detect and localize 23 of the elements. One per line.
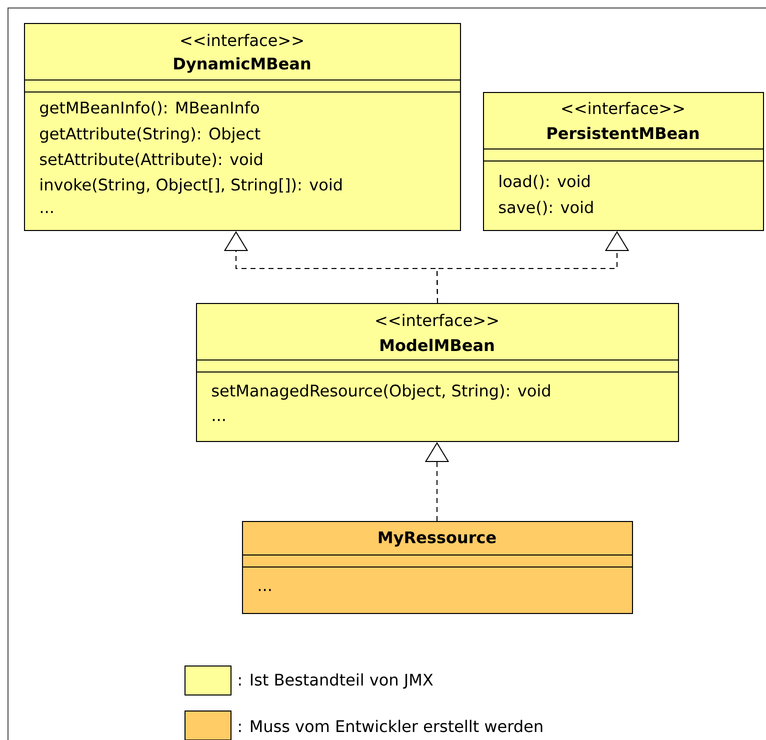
- class-box: [24, 23, 461, 231]
- member-label: ...: [40, 211, 53, 213]
- member-label: getMBeanInfo(): MBeanInfo: [40, 101, 259, 117]
- legend-label: : Muss vom Entwickler erstellt werden: [239, 720, 542, 732]
- member-label: save(): void: [499, 200, 593, 216]
- member-label: load(): void: [500, 174, 590, 190]
- member-label: setAttribute(Attribute): void: [40, 152, 262, 168]
- stereotype-label: <<interface>>: [562, 102, 684, 114]
- legend-label: : Ist Bestandteil von JMX: [239, 673, 433, 689]
- member-label: invoke(String, Object[], String[]): void: [40, 178, 342, 194]
- class-name: PersistentMBean: [548, 126, 699, 140]
- member-label: ...: [258, 589, 271, 591]
- stereotype-label: <<interface>>: [376, 314, 498, 326]
- class-box: [482, 92, 764, 231]
- member-label: ...: [212, 419, 225, 421]
- class-name: MyRessource: [378, 531, 496, 547]
- member-label: setManagedResource(Object, String): void: [212, 384, 550, 400]
- class-box: [196, 303, 679, 442]
- class-box: [242, 521, 633, 614]
- class-name: ModelMBean: [380, 338, 494, 352]
- class-name: DynamicMBean: [174, 57, 310, 73]
- member-label: getAttribute(String): Object: [40, 127, 260, 143]
- stereotype-label: <<interface>>: [181, 34, 303, 46]
